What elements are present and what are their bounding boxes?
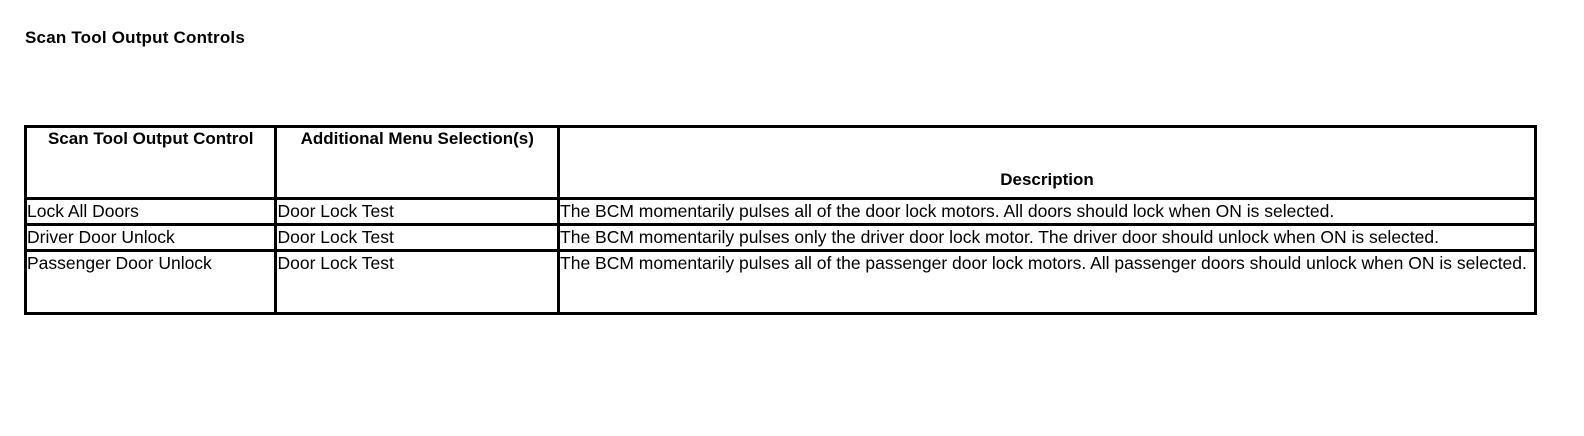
table-row: Passenger Door Unlock Door Lock Test The… <box>23 249 1537 315</box>
scan-tool-output-controls-table: Scan Tool Output Control Additional Menu… <box>23 125 1537 315</box>
cell-description: The BCM momentarily pulses only the driv… <box>557 223 1537 252</box>
table-row: Driver Door Unlock Door Lock Test The BC… <box>23 223 1537 252</box>
cell-control: Lock All Doors <box>23 197 278 226</box>
cell-menu-selection: Door Lock Test <box>274 223 561 252</box>
cell-control: Passenger Door Unlock <box>23 249 278 315</box>
scan-tool-output-controls-table-wrapper: Scan Tool Output Control Additional Menu… <box>23 125 1537 315</box>
cell-description: The BCM momentarily pulses all of the pa… <box>557 249 1537 315</box>
cell-menu-selection: Door Lock Test <box>274 249 561 315</box>
page-title: Scan Tool Output Controls <box>25 28 245 47</box>
table-header-row: Scan Tool Output Control Additional Menu… <box>23 125 1537 200</box>
cell-description: The BCM momentarily pulses all of the do… <box>557 197 1537 226</box>
column-header-description: Description <box>557 125 1537 200</box>
column-header-additional-menu-selections: Additional Menu Selection(s) <box>274 125 561 200</box>
cell-menu-selection: Door Lock Test <box>274 197 561 226</box>
table-row: Lock All Doors Door Lock Test The BCM mo… <box>23 197 1537 226</box>
cell-control: Driver Door Unlock <box>23 223 278 252</box>
column-header-scan-tool-output-control: Scan Tool Output Control <box>23 125 278 200</box>
